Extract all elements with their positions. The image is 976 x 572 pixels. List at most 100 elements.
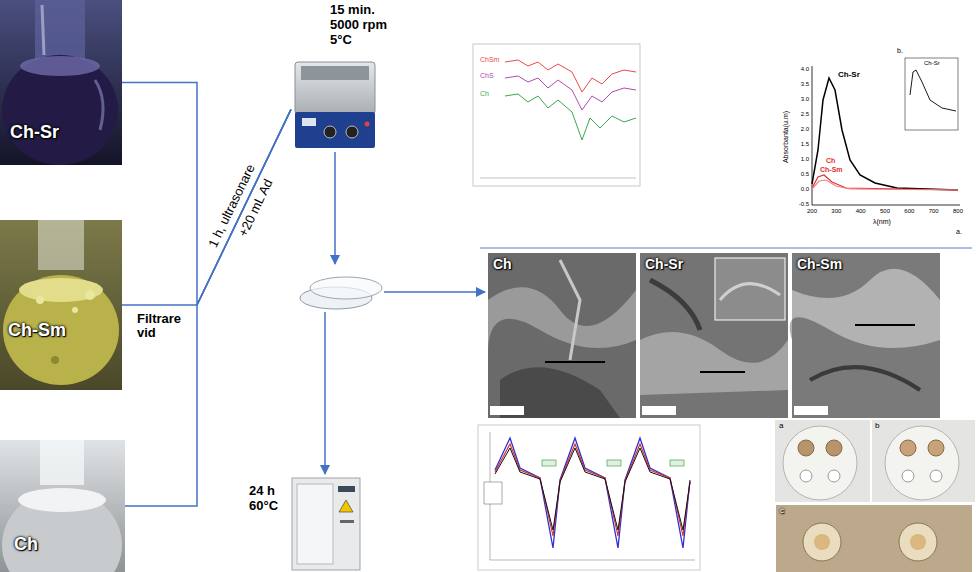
- tick-label: 1.0: [793, 156, 809, 163]
- spectrum-line: [505, 76, 636, 110]
- tick-label: 500: [880, 208, 890, 215]
- inhibition-well: [826, 440, 842, 456]
- bath-body: [295, 62, 375, 114]
- ultrasonic-bath: [295, 62, 375, 148]
- tick-label: 400: [856, 208, 866, 215]
- flow-arrow: [334, 152, 336, 264]
- cv-chart: [478, 425, 700, 570]
- tick-label: 3.5: [793, 81, 809, 88]
- inset-frame: [905, 58, 958, 130]
- node-text: Ch-Sm: [8, 320, 66, 341]
- tick-label: 200: [807, 208, 817, 215]
- glass-glint: [42, 5, 44, 55]
- process-step: 24 h 60°C: [245, 470, 365, 572]
- tick-label: 600: [904, 208, 914, 215]
- node-text: Ch: [493, 256, 512, 272]
- flow-arrow: [324, 312, 326, 474]
- series-label: ChSm: [480, 56, 499, 64]
- tick-label: 0.0: [793, 186, 809, 193]
- flask-neck: [35, 0, 85, 60]
- scale-bar: [855, 324, 915, 326]
- flask-neck: [38, 220, 84, 270]
- petri-plate: [885, 426, 959, 500]
- scale-box: [490, 406, 524, 415]
- sem-texture: [790, 269, 940, 348]
- inhibition-well: [902, 470, 914, 482]
- tick-label: 800: [953, 208, 963, 215]
- drying-oven: [292, 478, 360, 570]
- warning-sign: [339, 500, 353, 512]
- sample-flask: Ch-Sr: [0, 0, 122, 165]
- panel-lamp: [365, 122, 370, 127]
- liquid-surface: [18, 488, 106, 512]
- node-text: Ch: [14, 534, 38, 555]
- petri-dish: [300, 277, 382, 309]
- spectrum-line: [910, 70, 956, 111]
- separator-line: [480, 248, 972, 249]
- flask-photo: [0, 440, 125, 572]
- oven-body: [292, 478, 360, 570]
- spectrum-line: [812, 180, 958, 190]
- sem-texture: [640, 332, 788, 395]
- sem-micrograph: [640, 253, 788, 418]
- chart-axis: [490, 560, 695, 561]
- flask-photo: [0, 0, 122, 165]
- axis-title: λ(nm): [873, 218, 891, 226]
- node-text: 15 min. 5000 rpm 5°C: [330, 3, 398, 48]
- axis-title: Absorbanta(u.m): [782, 111, 790, 163]
- panel-knob: [324, 126, 336, 138]
- sample-flask: Ch: [0, 440, 125, 572]
- agar-plates: [775, 420, 975, 572]
- cv-curve: [495, 444, 690, 536]
- inhibition-well: [928, 440, 944, 456]
- node-text: Ch-Sm: [797, 256, 842, 272]
- inhibition-well: [900, 440, 916, 456]
- cv-curve: [495, 448, 690, 530]
- oven-door: [297, 484, 333, 564]
- scale-box: [794, 406, 828, 415]
- sem-inset: [715, 258, 785, 320]
- flask-neck: [40, 440, 84, 485]
- flask-liquid: [2, 55, 118, 165]
- tick-label: 2.0: [793, 126, 809, 133]
- flask-liquid: [3, 275, 119, 385]
- photo-ground: [776, 505, 972, 572]
- process-step: 15 min. 5000 rpm 5°C: [290, 0, 402, 152]
- sem-texture: [720, 284, 780, 300]
- tick-label: 1.5: [793, 141, 809, 148]
- inhibition-well: [828, 470, 840, 482]
- inhibition-zone: [899, 523, 937, 561]
- tick-label: 0.5: [793, 171, 809, 178]
- scale-bar: [700, 371, 745, 373]
- sem-micrograph: [790, 253, 940, 418]
- spectrum-line: [505, 94, 636, 140]
- flow-connector: [122, 83, 291, 306]
- peak-tag: [607, 460, 621, 466]
- node-text: Ch-Sr: [645, 256, 683, 272]
- inhibition-well: [930, 470, 942, 482]
- flow-connector: [122, 109, 291, 305]
- inhibition-well: [800, 470, 812, 482]
- tick-label: 4.0: [793, 66, 809, 73]
- photo-ground: [0, 220, 122, 390]
- tick-label: 700: [929, 208, 939, 215]
- series-label: Ch-Sr: [924, 60, 940, 67]
- uv-vis-chart: [812, 58, 960, 205]
- series-label: ChS: [480, 72, 494, 80]
- spectrum-line: [505, 60, 636, 92]
- sem-micrograph: [488, 253, 636, 418]
- flask-photo: [0, 220, 122, 390]
- panel-letter: a: [779, 422, 783, 431]
- panel-letter: a.: [956, 228, 962, 236]
- tick-label: 3.0: [793, 96, 809, 103]
- sample-flask: Ch-Sm: [0, 220, 122, 390]
- panel-letter: c: [780, 507, 784, 516]
- peak-tag: [670, 460, 684, 466]
- node-text: Ch-Sr: [10, 122, 59, 143]
- series-label: Ch-Sm: [820, 166, 843, 174]
- inhibition-zone: [803, 523, 841, 561]
- inhibition-well: [910, 534, 926, 550]
